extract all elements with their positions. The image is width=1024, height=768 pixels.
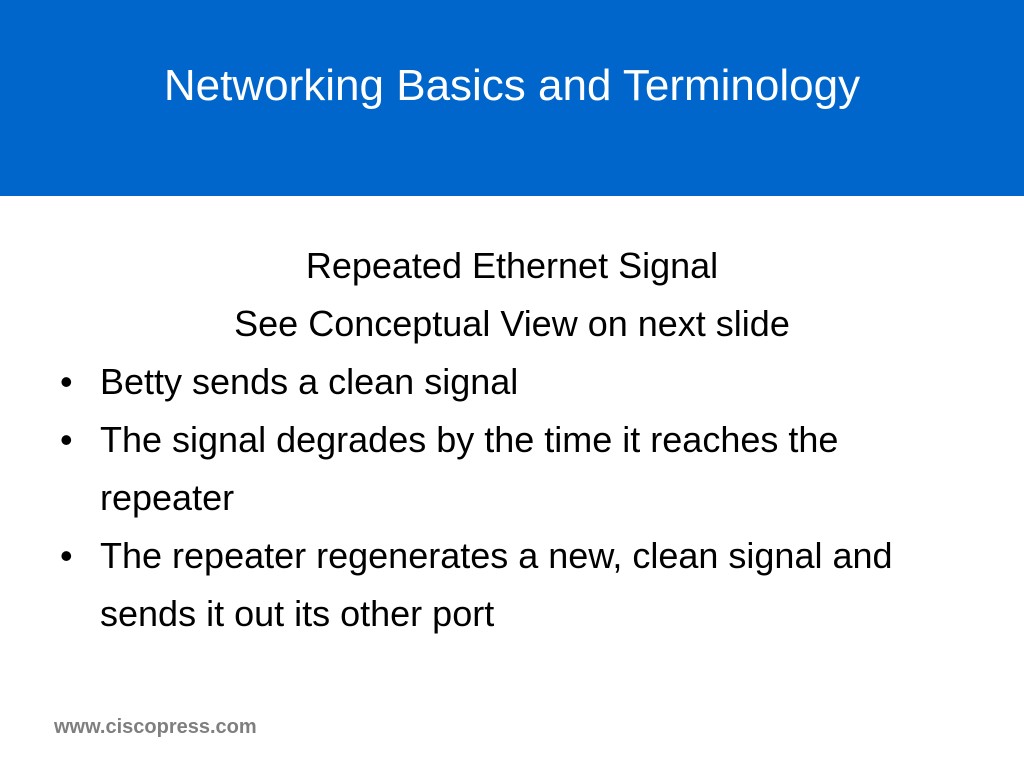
slide-content: Repeated Ethernet Signal See Conceptual … — [0, 237, 1024, 634]
subheading-conceptual-view: See Conceptual View on next slide — [234, 303, 790, 344]
bullet-text: Betty sends a clean signal — [100, 361, 519, 402]
bullet-item: • The repeater regenerates a new, clean … — [60, 527, 980, 643]
bullet-text: The repeater regenerates a new, clean si… — [100, 535, 893, 634]
title-bar — [0, 0, 1024, 196]
bullet-list: • Betty sends a clean signal • The signa… — [60, 353, 980, 643]
footer-url: www.ciscopress.com — [54, 716, 257, 738]
bullet-item: • Betty sends a clean signal — [60, 353, 980, 411]
bullet-marker: • — [60, 535, 73, 576]
bullet-marker: • — [60, 419, 73, 460]
bullet-item: • The signal degrades by the time it rea… — [60, 411, 980, 527]
bullet-text: The signal degrades by the time it reach… — [100, 419, 839, 518]
subheading-repeated-ethernet-signal: Repeated Ethernet Signal — [305, 245, 719, 286]
bullet-marker: • — [60, 361, 73, 402]
slide-title: Networking Basics and Terminology — [163, 61, 861, 110]
